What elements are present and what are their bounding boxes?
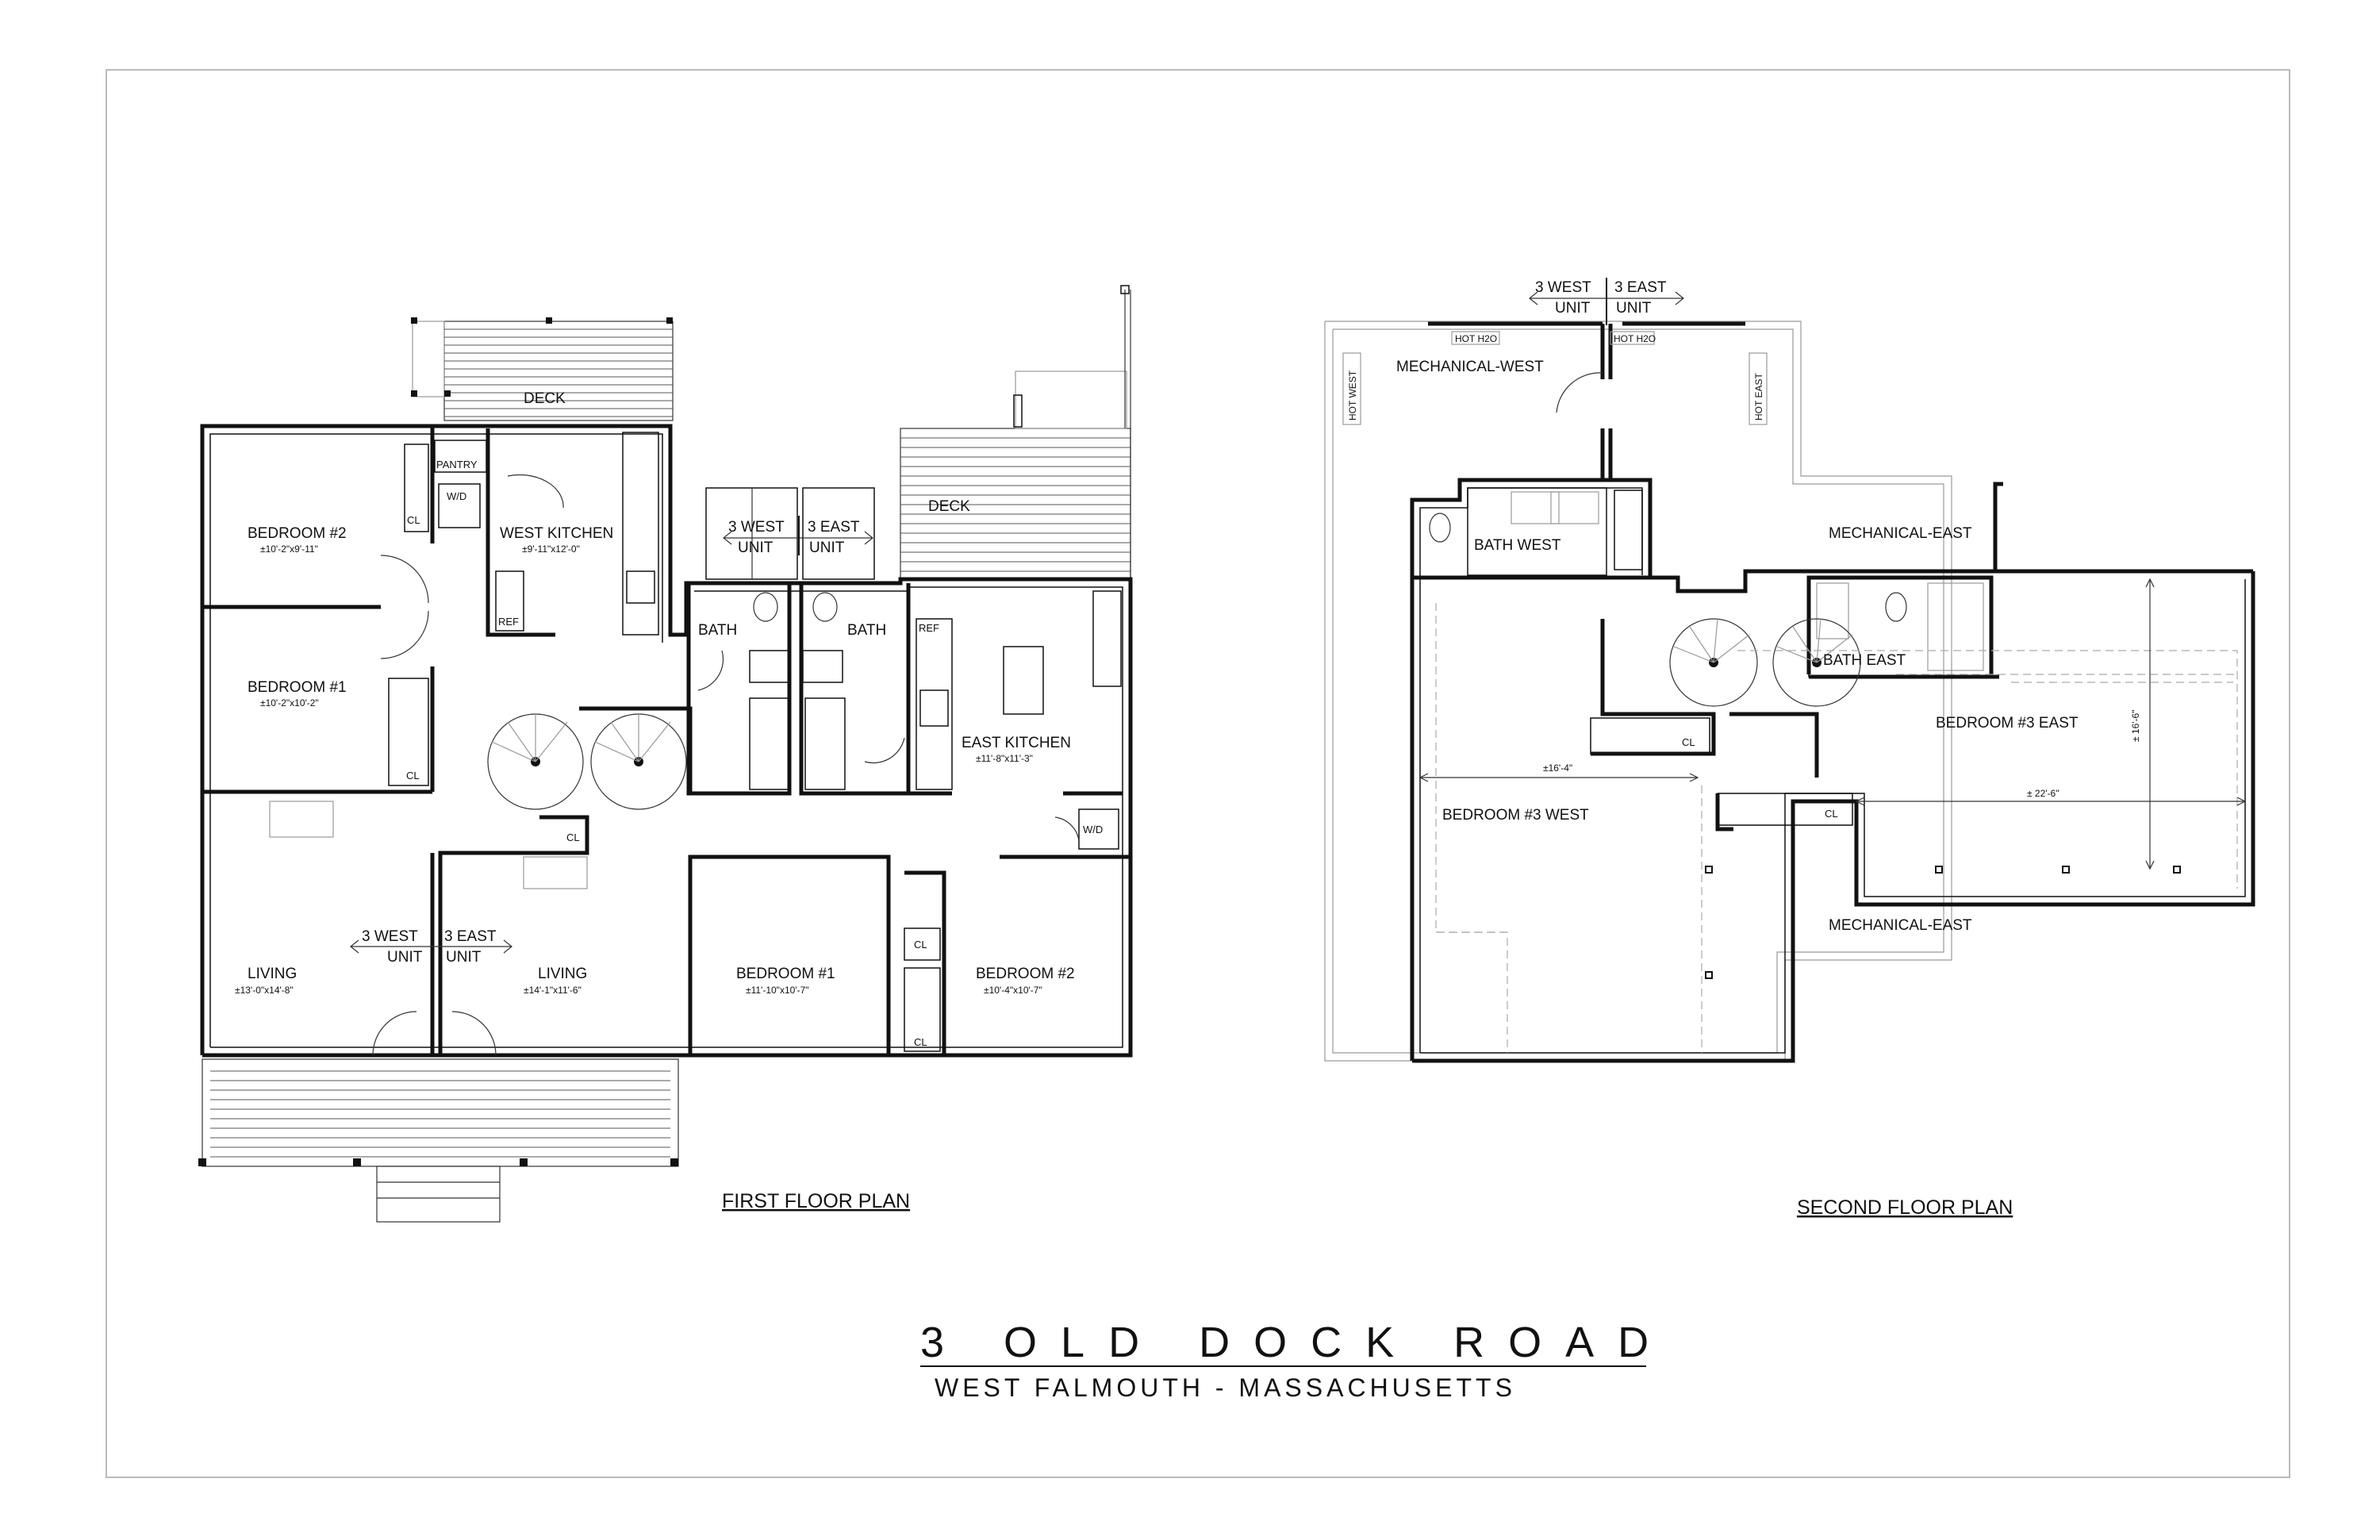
cl-stair-label: CL [566, 831, 580, 843]
cl-e1-label: CL [914, 939, 927, 950]
unit-marker-bottom: 3 WEST 3 EAST UNIT UNIT [350, 928, 512, 966]
ref-west-label: REF [498, 616, 519, 628]
mech-west-label: MECHANICAL-WEST [1396, 359, 1544, 375]
living-west-label: LIVING [248, 966, 297, 982]
bedroom3-east-label: BEDROOM #3 EAST [1936, 715, 2079, 732]
wd-west-label: W/D [447, 490, 466, 502]
svg-text:UNIT: UNIT [1555, 300, 1591, 317]
deck-east: DECK [900, 285, 1131, 580]
svg-text:3 WEST: 3 WEST [728, 519, 785, 536]
dim-west-width: ±16'-4" [1543, 762, 1572, 774]
deck-east-label: DECK [928, 498, 970, 515]
hot-water-west: HOT H2O [1455, 333, 1497, 344]
hot-east-right: HOT EAST [1753, 373, 1764, 421]
bedroom1-east-dim: ±11'-10"x10'-7" [746, 985, 809, 996]
ref-east-label: REF [919, 622, 939, 634]
bedroom3-west-label: BEDROOM #3 WEST [1442, 807, 1589, 824]
deck-west: DECK [411, 317, 674, 421]
svg-text:UNIT: UNIT [446, 949, 482, 966]
bedroom1-west-dim: ±10'-2"x10'-2" [260, 697, 319, 709]
bedroom2-east-label: BEDROOM #2 [976, 966, 1075, 982]
cl-bed1w-label: CL [406, 770, 420, 782]
living-west-dim: ±13'-0"x14'-8" [235, 985, 294, 996]
west-kitchen-dim: ±9'-11"x12'-0" [522, 543, 580, 555]
title-main: 3 OLD DOCK ROAD [920, 1319, 1672, 1366]
mech-east-top-label: MECHANICAL-EAST [1829, 525, 1972, 542]
east-kitchen-dim: ±11'-8"x11'-3" [976, 753, 1033, 764]
bedroom2-west-label: BEDROOM #2 [248, 525, 347, 542]
cl-e2-label: CL [914, 1036, 927, 1048]
bath-east-label-2f: BATH EAST [1823, 652, 1906, 669]
second-floor-plan: ±16'-4" ± 22'-6" ± 16'-6" HOT H2O HOT H2… [1324, 278, 2255, 1219]
bedroom1-east-label: BEDROOM #1 [736, 966, 835, 982]
east-kitchen-label: EAST KITCHEN [962, 735, 1071, 751]
hot-west-left: HOT WEST [1347, 370, 1358, 421]
title-sub: WEST FALMOUTH - MASSACHUSETTS [935, 1373, 1516, 1402]
unit-marker-top: 3 WEST 3 EAST UNIT UNIT [723, 516, 873, 556]
bath-west-label-2f: BATH WEST [1474, 537, 1561, 554]
mech-east-bottom-label: MECHANICAL-EAST [1829, 917, 1972, 934]
dim-east-width: ± 22'-6" [2027, 788, 2059, 799]
hot-water-east: HOT H2O [1614, 333, 1656, 344]
svg-text:3 EAST: 3 EAST [808, 519, 860, 536]
cl-2-label: CL [1825, 808, 1838, 820]
first-floor-caption: FIRST FLOOR PLAN [722, 1190, 910, 1212]
unit-marker-second: 3 WEST 3 EAST UNIT UNIT [1529, 278, 1684, 325]
svg-text:UNIT: UNIT [1616, 300, 1652, 317]
living-east-dim: ±14'-1"x11'-6" [524, 985, 582, 996]
cl-1-label: CL [1682, 736, 1695, 748]
bedroom2-west-dim: ±10'-2"x9'-11" [260, 543, 318, 555]
west-kitchen-label: WEST KITCHEN [500, 525, 613, 542]
deck-west-label: DECK [524, 390, 566, 407]
svg-text:3 EAST: 3 EAST [1614, 279, 1667, 296]
bedroom2-east-dim: ±10'-4"x10'-7" [984, 985, 1042, 996]
dim-east-depth: ± 16'-6" [2130, 710, 2141, 743]
svg-text:3 WEST: 3 WEST [362, 928, 418, 945]
first-floor-plan: DECK DECK [198, 285, 1133, 1223]
svg-text:3 WEST: 3 WEST [1535, 279, 1591, 296]
sheet-border [106, 69, 2290, 1478]
cl-bed2w-label: CL [407, 514, 420, 526]
wd-east-label: W/D [1083, 824, 1103, 835]
title-block: 3 OLD DOCK ROAD WEST FALMOUTH - MASSACHU… [920, 1319, 1672, 1402]
svg-text:UNIT: UNIT [809, 540, 845, 556]
svg-text:UNIT: UNIT [387, 949, 423, 966]
front-porch [198, 1058, 679, 1223]
bedroom1-west-label: BEDROOM #1 [248, 679, 347, 696]
living-east-label: LIVING [538, 966, 587, 982]
pantry-label: PANTRY [436, 459, 478, 470]
bath-east-label: BATH [847, 622, 886, 639]
svg-text:3 EAST: 3 EAST [444, 928, 497, 945]
bath-west-label: BATH [698, 622, 737, 639]
second-floor-caption: SECOND FLOOR PLAN [1797, 1196, 2013, 1219]
svg-text:UNIT: UNIT [738, 540, 774, 556]
first-floor-walls [200, 424, 1133, 1058]
